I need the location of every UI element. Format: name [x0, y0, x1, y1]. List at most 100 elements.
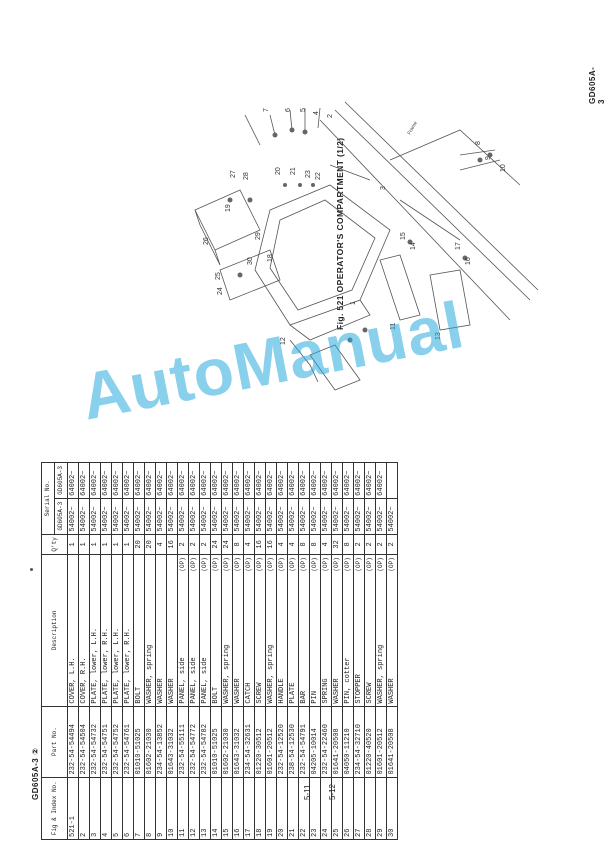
cell-serial-2: 64002~ — [177, 462, 189, 499]
cell-qty-text: 20 — [135, 540, 143, 549]
cell-serial-2-text: 64002~ — [234, 470, 242, 496]
option-marker: (OP) — [333, 557, 340, 572]
callout-label: 29 — [255, 232, 262, 240]
parts-table: Fig & Index No. Part No. Description Q't… — [41, 462, 398, 840]
cell-fig-index-text: 29 — [377, 828, 385, 837]
cell-description: WASHER — [155, 554, 167, 707]
cell-serial-2-text: 64002~ — [267, 470, 275, 496]
cell-qty-text: 24 — [223, 540, 231, 549]
option-marker: (OP) — [267, 557, 274, 572]
parts-table-container: Fig & Index No. Part No. Description Q't… — [41, 462, 398, 840]
cell-fig-index-text: 21 — [289, 828, 297, 837]
cell-serial-2-text: 64002~ — [146, 470, 154, 496]
cell-part-no: 01643-31032 — [166, 706, 178, 778]
cell-fig-index: 27 — [353, 777, 365, 840]
cell-serial-2: 64002~ — [122, 462, 134, 499]
option-marker: (OP) — [245, 557, 252, 572]
cell-serial-1-text: 54002~ — [300, 506, 308, 532]
cell-description: PANEL, side(OP) — [188, 554, 200, 707]
cell-serial-1-text: 54002~ — [102, 506, 110, 532]
cell-part-no-text: 232-54-54761 — [124, 724, 132, 775]
cell-description: PLATE, lower, R.H. — [122, 554, 134, 707]
cell-description-text: CATCH — [245, 682, 253, 704]
cell-serial-2-text: 64002~ — [366, 470, 374, 496]
cell-description-text: STOPPER — [355, 674, 363, 704]
cell-qty: 2 — [375, 534, 387, 555]
option-marker: (OP) — [366, 557, 373, 572]
cell-qty: 32 — [331, 534, 343, 555]
cell-serial-1-text: 54002~ — [388, 506, 396, 532]
cell-fig-index-text: 17 — [245, 828, 253, 837]
cell-qty-text: 2 — [190, 542, 198, 547]
cell-fig-index-text: 11 — [179, 828, 187, 837]
header-fig-index: Fig & Index No. — [41, 777, 68, 840]
cell-serial-1: 54002~ — [265, 498, 277, 535]
cell-qty-text: 1 — [102, 542, 110, 547]
cell-qty-text: 1 — [113, 542, 121, 547]
cell-serial-1-text: 54002~ — [190, 506, 198, 532]
cell-description: SCREW(OP) — [364, 554, 376, 707]
cell-description: WASHER, spring — [144, 554, 156, 707]
cell-fig-index: 521-1 — [67, 777, 79, 840]
cell-part-no: 232-54-54494 — [67, 706, 79, 778]
cell-description: PLATE, lower, L.H. — [89, 554, 101, 707]
cell-qty-text: 4 — [157, 542, 165, 547]
cell-description: PANEL, side(OP) — [177, 554, 189, 707]
cell-description-text: WASHER — [234, 678, 242, 704]
cell-serial-2-text: 64002~ — [91, 470, 99, 496]
cell-serial-1-text: 54002~ — [234, 506, 242, 532]
callout-label: 5 — [300, 108, 307, 112]
cell-fig-index: 13 — [199, 777, 211, 840]
cell-description-text: BOLT — [212, 686, 220, 704]
cell-serial-1: 54002~ — [199, 498, 211, 535]
cell-description: WASHER, spring(OP) — [375, 554, 387, 707]
cell-serial-1-text: 54002~ — [245, 506, 253, 532]
cell-part-no: 01641-20508 — [386, 706, 398, 778]
cell-serial-2: 64002~ — [342, 462, 354, 499]
cell-part-no-text: 232-54-22460 — [322, 724, 330, 775]
cell-part-no: 234-54-32710 — [353, 706, 365, 778]
cell-part-no-text: 232-54-54791 — [300, 724, 308, 775]
cell-serial-2: 64002~ — [375, 462, 387, 499]
cell-description: STOPPER (OP) — [353, 554, 365, 707]
cell-fig-index: 29 — [375, 777, 387, 840]
cell-serial-1-text: 54002~ — [212, 506, 220, 532]
option-marker: (OP) — [344, 557, 351, 572]
option-marker: (OP) — [355, 557, 362, 572]
cell-description-text: SPRING — [322, 678, 330, 704]
right-page-number: 5-12 — [328, 783, 337, 800]
cell-serial-1-text: 54002~ — [91, 506, 99, 532]
cell-serial-1-text: 54002~ — [80, 506, 88, 532]
cell-serial-2-text: 64002~ — [168, 470, 176, 496]
cell-fig-index-text: 16 — [234, 828, 242, 837]
cell-serial-1: 54002~ — [78, 498, 90, 535]
cell-fig-index: 7 — [133, 777, 145, 840]
cell-fig-index-text: 23 — [311, 828, 319, 837]
cell-serial-2-text: 64002~ — [322, 470, 330, 496]
cell-part-no: 04205-10014 — [309, 706, 321, 778]
cell-serial-2: 64002~ — [232, 462, 244, 499]
cell-description-text: WASHER — [333, 678, 341, 704]
cell-fig-index-text: 18 — [256, 828, 264, 837]
cell-fig-index-text: 30 — [388, 828, 396, 837]
cell-qty: 8 — [309, 534, 321, 555]
cell-serial-2 — [386, 462, 398, 499]
cell-description-text: PLATE, lower, R.H. — [124, 627, 132, 704]
cell-fig-index-text: 14 — [212, 828, 220, 837]
header-part-no: Part No. — [41, 706, 68, 778]
cell-qty: 1 — [122, 534, 134, 555]
callout-label: 27 — [230, 170, 237, 178]
cell-serial-2-text: 64002~ — [289, 470, 297, 496]
cell-qty: 20 — [144, 534, 156, 555]
cell-serial-2-text: 64002~ — [300, 470, 308, 496]
cell-qty: 16 — [254, 534, 266, 555]
cell-part-no: 238-54-12530 — [287, 706, 299, 778]
cell-qty-text: 16 — [168, 540, 176, 549]
cell-fig-index: 2 — [78, 777, 90, 840]
cell-fig-index-text: 13 — [201, 828, 209, 837]
